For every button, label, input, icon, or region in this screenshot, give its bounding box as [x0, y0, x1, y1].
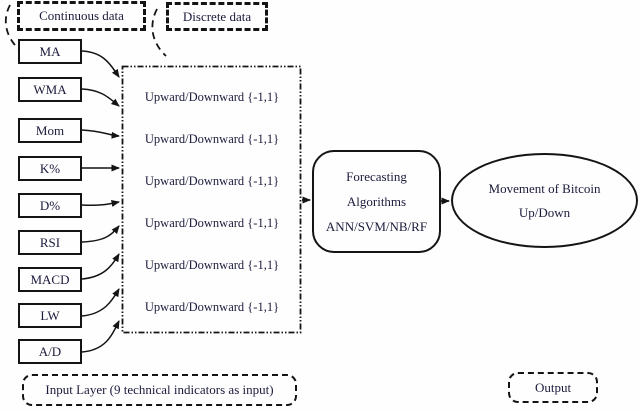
indicator-label: Mom: [35, 122, 65, 138]
indicator-label: D%: [39, 197, 61, 213]
indicator-label: K%: [39, 160, 61, 176]
indicator-box-wma: WMA: [18, 77, 82, 102]
discrete-data-leader-curve: [151, 8, 167, 57]
discretization-line: Upward/Downward {-1,1}: [144, 258, 280, 272]
arrow-macd: [81, 253, 120, 280]
movement-line: Up/Down: [518, 204, 571, 220]
discretization-line: Upward/Downward {-1,1}: [144, 216, 280, 230]
input-layer-caption-box: Input Layer (9 technical indicators as i…: [22, 374, 297, 406]
arrow-d: [81, 200, 120, 207]
forecasting-line: Forecasting: [346, 168, 407, 184]
movement-of-bitcoin-ellipse: Movement of Bitcoin Up/Down: [451, 153, 638, 248]
input-layer-caption: Input Layer (9 technical indicators as i…: [45, 382, 274, 397]
arrow-mom: [81, 129, 120, 139]
arrow-ad: [81, 320, 120, 353]
indicator-label: MA: [39, 43, 61, 59]
output-caption-box: Output: [508, 372, 598, 403]
discretization-line: Upward/Downward {-1,1}: [144, 132, 280, 146]
arrow-ma: [81, 50, 120, 78]
continuous-data-label-box: Continuous data: [17, 1, 146, 31]
indicator-box-mom: Mom: [18, 118, 82, 143]
indicator-box-lw: LW: [18, 303, 82, 328]
indicator-box-k: K%: [18, 156, 82, 181]
movement-line: Movement of Bitcoin: [488, 180, 601, 196]
indicator-box-ad: A/D: [18, 339, 82, 364]
indicator-label: RSI: [39, 234, 61, 250]
discretization-line: Upward/Downward {-1,1}: [144, 90, 280, 104]
discretization-box-border: [121, 65, 302, 334]
arrow-lw: [81, 288, 120, 317]
indicator-label: A/D: [38, 343, 62, 359]
forecasting-line: ANN/SVM/NB/RF: [325, 218, 428, 234]
arrow-wma: [81, 88, 120, 107]
indicator-label: WMA: [33, 81, 67, 97]
output-caption: Output: [534, 379, 572, 395]
discrete-data-label-box: Discrete data: [166, 2, 268, 31]
arrow-rsi: [81, 225, 120, 243]
discretization-line: Upward/Downward {-1,1}: [144, 300, 280, 314]
discretization-line: Upward/Downward {-1,1}: [144, 174, 280, 188]
indicator-label: MACD: [30, 271, 70, 287]
indicator-label: LW: [40, 307, 60, 323]
discrete-data-label: Discrete data: [182, 8, 252, 24]
indicator-box-rsi: RSI: [18, 230, 82, 255]
forecasting-algorithms-box: Forecasting Algorithms ANN/SVM/NB/RF: [312, 150, 441, 253]
indicator-box-ma: MA: [18, 39, 82, 64]
indicator-box-d: D%: [18, 193, 82, 218]
indicator-box-macd: MACD: [18, 267, 82, 292]
continuous-data-label: Continuous data: [39, 8, 124, 23]
forecasting-line: Algorithms: [346, 193, 407, 209]
